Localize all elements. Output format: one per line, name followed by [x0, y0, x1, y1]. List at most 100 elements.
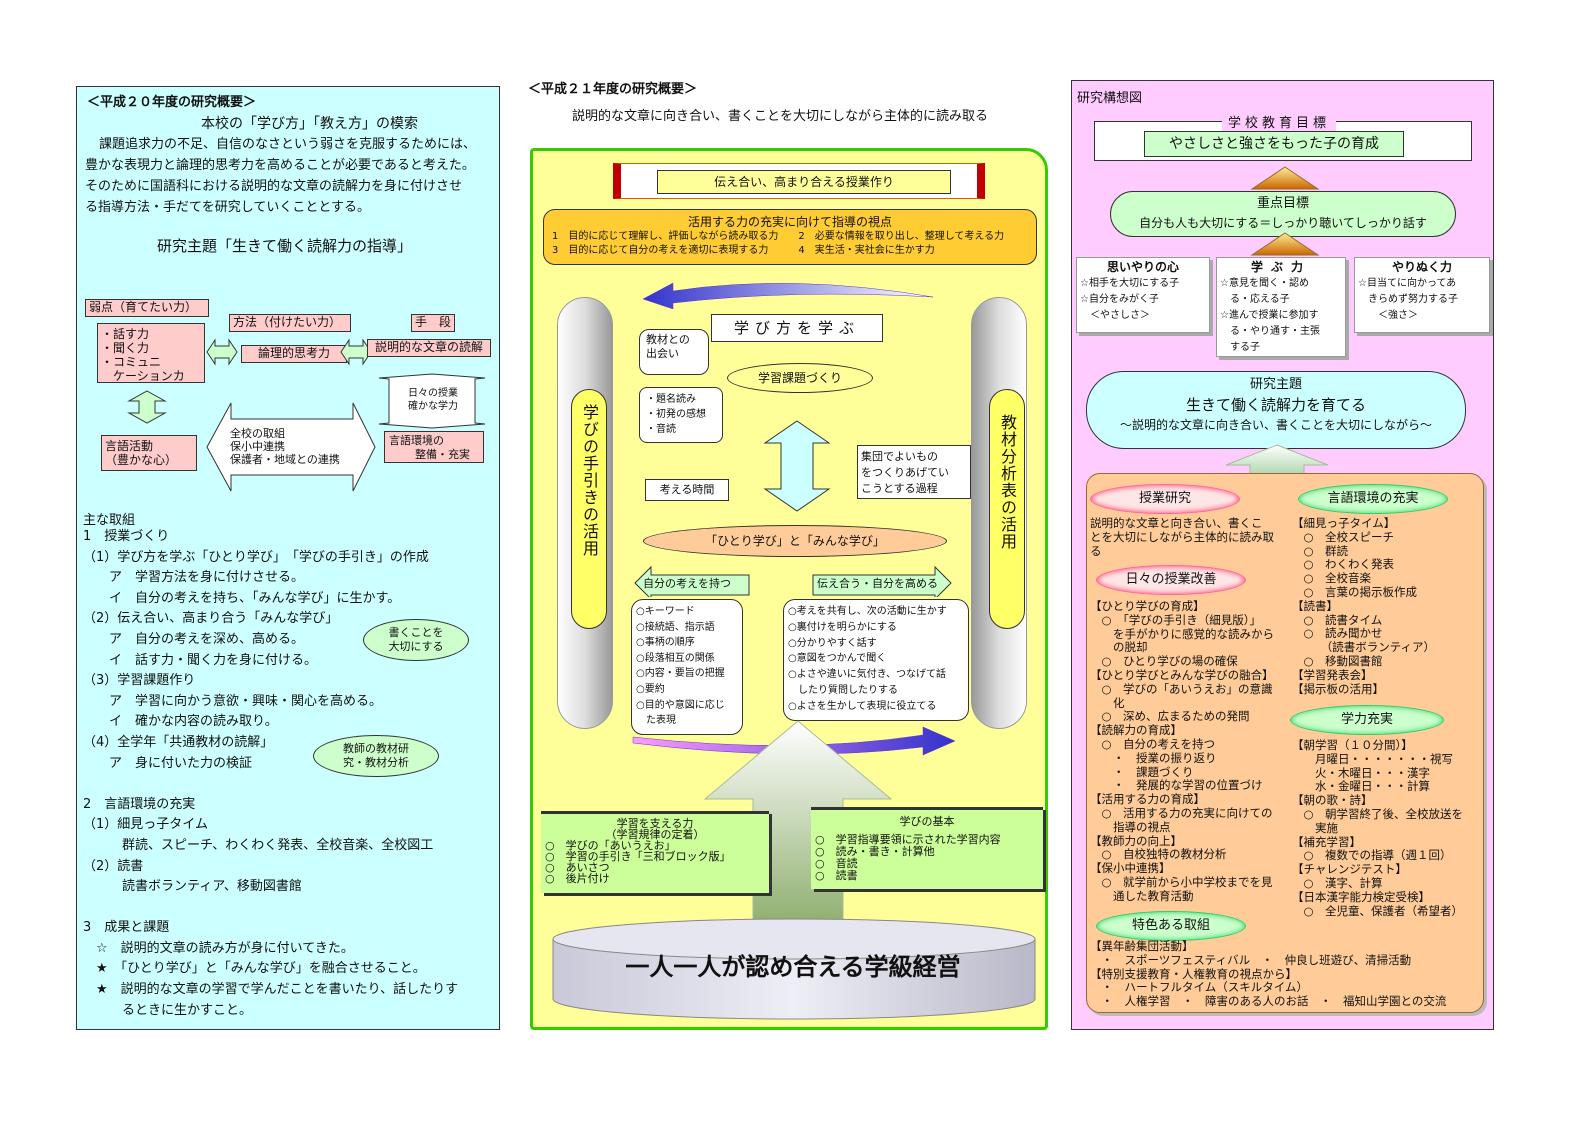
hibi-line: ○ ひとり学びの場の確保: [1090, 654, 1238, 669]
viewpoint-box: 活用する力の充実に向けて指導の視点 1 目的に応じて理解し、評価しながら読み取る…: [543, 209, 1037, 265]
col3-line: ＜強さ＞: [1358, 310, 1418, 321]
daily-line: 日々の授業: [408, 388, 458, 399]
right-list-item: ○よさを生かして表現に役立てる: [788, 700, 937, 712]
jugyo-line: とを大切にしながら主体的に読み取: [1090, 529, 1274, 544]
gakuryoku-line: 水・金曜日・・・計算: [1292, 779, 1430, 794]
hibi-line: ○ 自分の考えを持つ: [1090, 736, 1216, 751]
gengo-line: （読書ボランティア）: [1292, 640, 1436, 655]
left-list-item: ○内容・要旨の把握: [636, 668, 725, 680]
col2-line: する子: [1220, 342, 1260, 353]
col1-line: ☆相手を大切にする子: [1080, 278, 1180, 289]
shudan-line: こうとする過程: [861, 482, 938, 495]
hibi-line: 【ひとり学びの育成】: [1090, 599, 1205, 613]
theme-box: 研究主題 生きて働く読解力を育てる ～説明的な文章に向き合い、書くことを大切にし…: [1086, 371, 1466, 449]
jibun-label: 自分の考えを持つ: [643, 577, 731, 590]
item-line: 読書ボランティア、移動図書館: [83, 879, 302, 895]
item-line: （1）学び方を学ぶ「ひとり学び」 「学びの手引き」の作成: [83, 549, 429, 565]
school-text: 全校の取組 保小中連携 保護者・地域との連携: [230, 427, 340, 466]
hibi-line: ○ 「学びの手引き（細見版）」: [1090, 612, 1262, 627]
tokushoku-line: 【異年齢集団活動】: [1090, 939, 1194, 953]
tsutae-arrow-icon: [812, 565, 952, 597]
gengo-line: ○ 全校音楽: [1292, 571, 1372, 586]
support-item: ○ 後片付け: [545, 872, 610, 885]
cycle-arrow-bottom-icon: [632, 726, 956, 756]
left-list-item: ○接続語、指示語: [636, 621, 715, 633]
intro-line: 豊かな表現力と論理的思考力を高めることが必要であると考えた。: [85, 158, 475, 173]
gakuryoku-line: 【朝学習（１０分間）】: [1292, 738, 1413, 752]
item-line: （2）伝え合い、高まり合う「みんな学び」: [83, 611, 339, 627]
right-pillar-label-box: 教材分析表の活用: [989, 389, 1025, 629]
left-subtitle: 本校の「学び方」「教え方」の模索: [201, 116, 418, 132]
left-list-item: ○キーワード: [636, 606, 695, 617]
goal-label: 学校教育目標: [1222, 112, 1337, 131]
basics-item: ○ 読書: [815, 869, 858, 882]
school-line: 保護者・地域との連携: [230, 453, 340, 466]
hibi-line: 【活用する力の育成】: [1090, 792, 1205, 807]
item-line: 群読、スピーチ、わくわく発表、全校音楽、全校図工: [83, 837, 434, 853]
main-items: 1 授業づくり（1）学び方を学ぶ「ひとり学び」 「学びの手引き」の作成 ア 学習…: [83, 527, 495, 1021]
shudan-line: 集団でよいもの: [861, 450, 938, 463]
item-line: ア 学習に向かう意欲・興味・関心を高める。: [83, 693, 383, 709]
means-value: 説明的な文章の読解: [367, 339, 491, 357]
item-line: イ 確かな内容の読み取り。: [83, 714, 278, 730]
main-title: 主な取組: [83, 513, 136, 528]
gengo-text: 【細見っ子タイム】 ○ 全校スピーチ ○ 群読 ○ わくわく発表 ○ 全校音楽 …: [1292, 516, 1492, 696]
jugyo-oval: 授業研究: [1090, 484, 1240, 514]
gakuryoku-line: 【チャレンジテスト】: [1292, 862, 1407, 877]
basics-title: 学びの基本: [899, 815, 955, 828]
triangle-icon: [1250, 232, 1320, 256]
col3-line: きらめず努力する子: [1358, 294, 1458, 305]
right-list-item: ○分かりやすく話す: [788, 637, 877, 649]
right-list-item: ○意図をつかんで聞く: [788, 653, 887, 665]
hibi-line: ・ 発展的な学習の位置づけ: [1090, 778, 1263, 793]
hibi-text: 【ひとり学びの育成】 ○ 「学びの手引き（細見版）」 を手がかりに感覚的な読みか…: [1090, 599, 1298, 904]
weak-item: ・話す力: [101, 327, 150, 341]
hibi-line: 【教師力の向上】: [1090, 833, 1182, 848]
gengo-line: 【学習発表会】: [1292, 667, 1373, 682]
kadai-item: ・音読: [646, 424, 676, 435]
intro-line: そのために国語科における説明的な文章の読解力を身に付けさせ: [85, 179, 463, 194]
gakuryoku-text: 【朝学習（１０分間）】 月曜日・・・・・・・視写 火・木曜日・・・漢字 水・金曜…: [1292, 738, 1488, 918]
focus-text: 自分も人も大切にする＝しっかり聴いてしっかり話す: [1139, 216, 1427, 230]
gengo-box: 言語活動 （豊かな心）: [101, 435, 197, 471]
left-list-item: た表現: [636, 715, 676, 727]
center-subtitle: 説明的な文章に向き合い、書くことを大切にしながら主体的に読み取る: [572, 109, 989, 124]
col2-line: る・やり通す・主張: [1220, 326, 1320, 337]
item-line: 3 成果と課題: [83, 920, 170, 936]
col2-line: る・応える子: [1220, 294, 1290, 305]
col1-body: ☆相手を大切にする子☆自分をみがく子 ＜やさしさ＞: [1077, 276, 1209, 324]
kyozai-box: 教材との 出会い: [639, 329, 709, 375]
left-theme: 研究主題「生きて働く読解力の指導」: [157, 237, 413, 255]
kadai-list: ・題名読み ・初発の感想 ・音読: [639, 387, 723, 443]
banner: 伝え合い、高まり合える授業作り: [657, 170, 951, 194]
tokushoku-oval: 特色ある取組: [1096, 911, 1246, 941]
focus-box: 重点目標 自分も人も大切にする＝しっかり聴いてしっかり話す: [1110, 191, 1456, 237]
jugyo-line: る: [1090, 543, 1102, 558]
gakuryoku-line: 【補充学習】: [1292, 834, 1361, 849]
col3-box: やりぬく力 ☆目当てに向かってあ きらめず努力する子 ＜強さ＞: [1354, 257, 1490, 333]
left-list-item: ○目的や意図に応じ: [636, 699, 725, 711]
kyozai-line: 教材との: [646, 333, 690, 346]
vertical-double-arrow-icon: [763, 420, 831, 512]
hibi-line: 指導の視点: [1090, 819, 1171, 834]
hibi-line: ○ 自校独特の教材分析: [1090, 847, 1227, 862]
theme-title: 生きて働く読解力を育てる: [1185, 396, 1366, 414]
school-line: 全校の取組: [230, 427, 285, 440]
item-line: るときに生かすこと。: [83, 1002, 253, 1018]
hibi-line: の脱却: [1090, 640, 1148, 655]
oval-kyozai: 教師の教材研 究・教材分析: [313, 735, 439, 777]
shudan-box: 集団でよいもの をつくりあげてい こうとする過程: [857, 445, 971, 499]
gakuryoku-line: 実施: [1292, 820, 1338, 835]
basics-item: ○ 学習指導要領に示された学習内容: [815, 833, 1001, 846]
gengo-line: ○ 読書タイム: [1292, 612, 1383, 627]
right-list: ○考えを共有し、次の活動に生かす ○裏付けを明らかにする ○分かりやすく話す ○…: [783, 599, 969, 721]
gengo-line: ○ 言葉の掲示板作成: [1292, 584, 1418, 599]
gakuryoku-line: ○ 漢字、計算: [1292, 875, 1383, 890]
gengo-line: 言語活動: [105, 439, 154, 453]
gengo-line: 【掲示板の活用】: [1292, 681, 1384, 696]
col2-box: 学ぶ力 ☆意見を聞く・認め る・応える子☆進んで授業に参加す る・やり通す・主張…: [1216, 257, 1346, 357]
col1-title: 思いやりの心: [1106, 260, 1179, 274]
hitori-oval: 「ひとり学び」と「みんな学び」: [643, 525, 947, 557]
env-box: 言語環境の 整備・充実: [384, 431, 484, 463]
viewpoint-line: 3 目的に応じて自分の考えを適切に表現する力 4 実生活・実社会に生かす力: [552, 245, 935, 256]
